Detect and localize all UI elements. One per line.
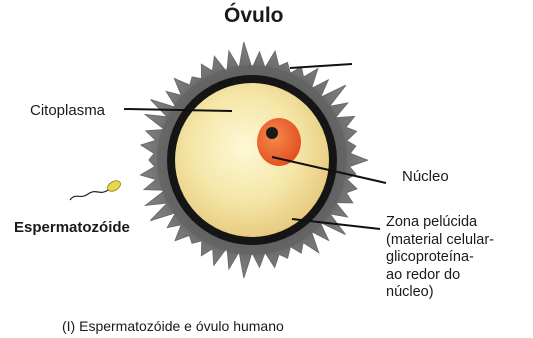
- label-zona-line: (material celular-: [386, 232, 494, 250]
- figure-caption: (I) Espermatozóide e óvulo humano: [62, 318, 284, 334]
- nucleolus: [266, 127, 278, 139]
- label-zona-line: glicoproteína-: [386, 249, 494, 267]
- cytoplasm: [175, 83, 329, 237]
- label-zona-line: núcleo): [386, 284, 494, 302]
- sperm-head: [106, 179, 123, 194]
- label-zona-line: ao redor do: [386, 267, 494, 285]
- label-zona-pelucida: Zona pelúcida (material celular- glicopr…: [386, 214, 494, 302]
- leader-line-corona: [290, 64, 352, 68]
- label-nucleo: Núcleo: [402, 168, 449, 185]
- diagram-title: Óvulo: [224, 4, 284, 28]
- label-espermatozoide: Espermatozóide: [14, 219, 130, 236]
- sperm-tail: [70, 190, 108, 200]
- label-zona-line: Zona pelúcida: [386, 214, 494, 232]
- sperm-cell: [70, 179, 122, 200]
- label-citoplasma: Citoplasma: [30, 102, 105, 119]
